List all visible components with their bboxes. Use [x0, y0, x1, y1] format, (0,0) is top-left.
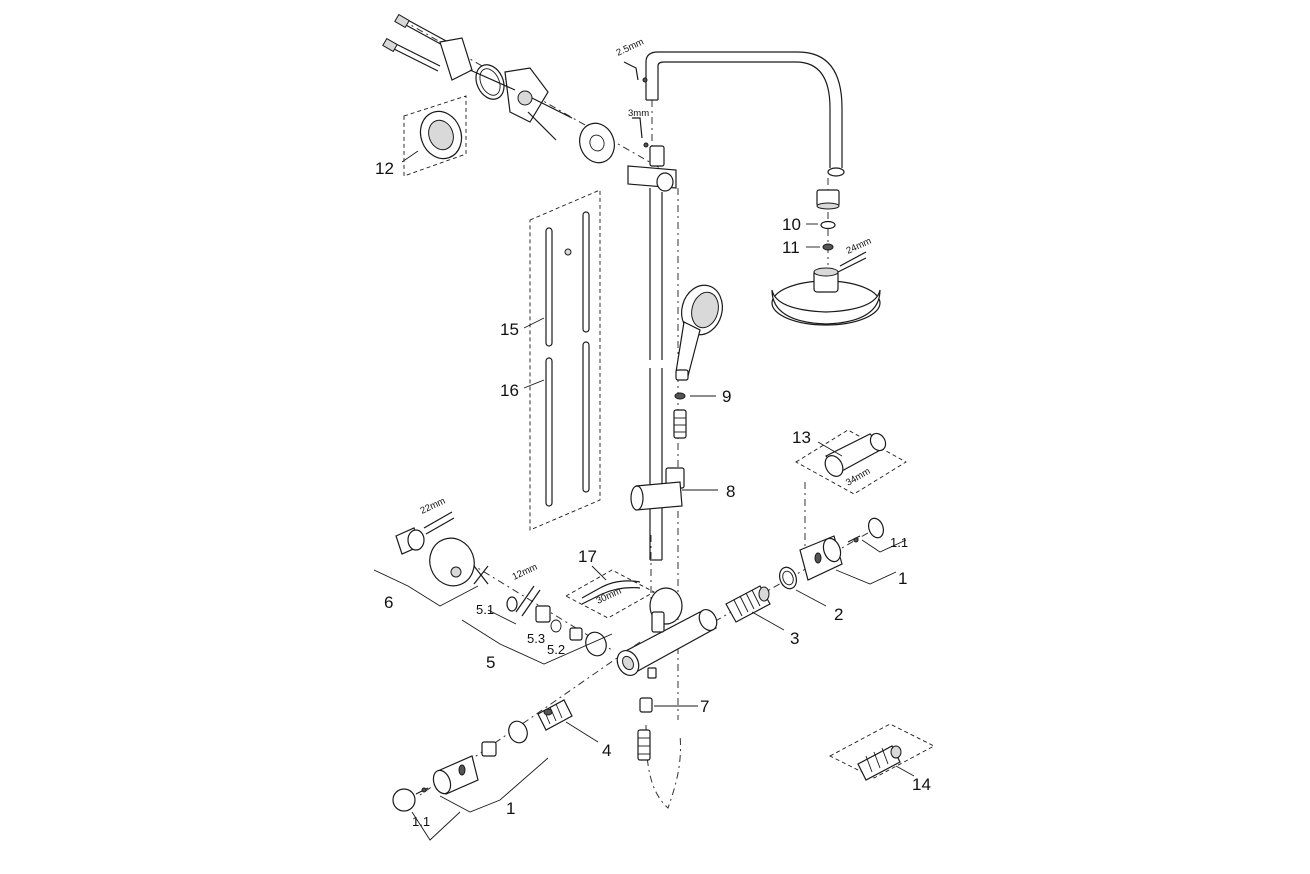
callout-5-1: 5.1 [476, 602, 494, 617]
wall-bracket-assembly [382, 13, 615, 164]
left-handle-parts [392, 699, 599, 841]
shower-riser [623, 51, 845, 561]
callout-15: 15 [500, 320, 519, 339]
hand-shower [673, 284, 723, 439]
callout-13: 13 [792, 428, 811, 447]
check-valve-part-5 [461, 585, 613, 665]
cartridge-part-13 [795, 429, 907, 495]
callout-10: 10 [782, 215, 801, 234]
callout-2: 2 [834, 605, 843, 624]
callout-1-1-left: 1.1 [412, 814, 430, 829]
callout-8: 8 [726, 482, 735, 501]
callout-1-right: 1 [898, 569, 907, 588]
callout-7: 7 [700, 697, 709, 716]
tool-size-22mm: 22mm [419, 496, 448, 517]
tool-size-2-5mm: 2.5mm [615, 36, 646, 58]
callout-6: 6 [384, 593, 393, 612]
s-union-part-6 [373, 511, 489, 607]
center-lines [401, 19, 881, 809]
callout-16: 16 [500, 381, 519, 400]
callout-14: 14 [912, 775, 931, 794]
spare-cartridge-part-14 [829, 723, 935, 781]
callout-17: 17 [578, 547, 597, 566]
head-shower-assembly [771, 189, 881, 326]
slide-bars [523, 189, 601, 531]
callout-11: 11 [782, 238, 800, 257]
callout-12: 12 [375, 159, 394, 178]
wall-screws [382, 13, 449, 72]
spanner-part-17 [565, 565, 655, 619]
callout-4: 4 [602, 741, 611, 760]
right-handle-parts [725, 517, 907, 631]
callout-1-1-right: 1.1 [890, 535, 908, 550]
callout-5-3: 5.3 [527, 631, 545, 646]
slider-holder [630, 467, 718, 511]
callout-1-left: 1 [506, 799, 515, 818]
tool-size-24mm: 24mm [845, 236, 874, 257]
callout-9: 9 [722, 387, 731, 406]
thermostat-body [616, 587, 718, 761]
callout-3: 3 [790, 629, 799, 648]
rosette-part-12 [401, 95, 467, 177]
callout-5: 5 [486, 653, 495, 672]
callout-5-2: 5.2 [547, 642, 565, 657]
tool-size-3mm: 3mm [628, 108, 649, 119]
tool-size-12mm: 12mm [511, 562, 540, 583]
